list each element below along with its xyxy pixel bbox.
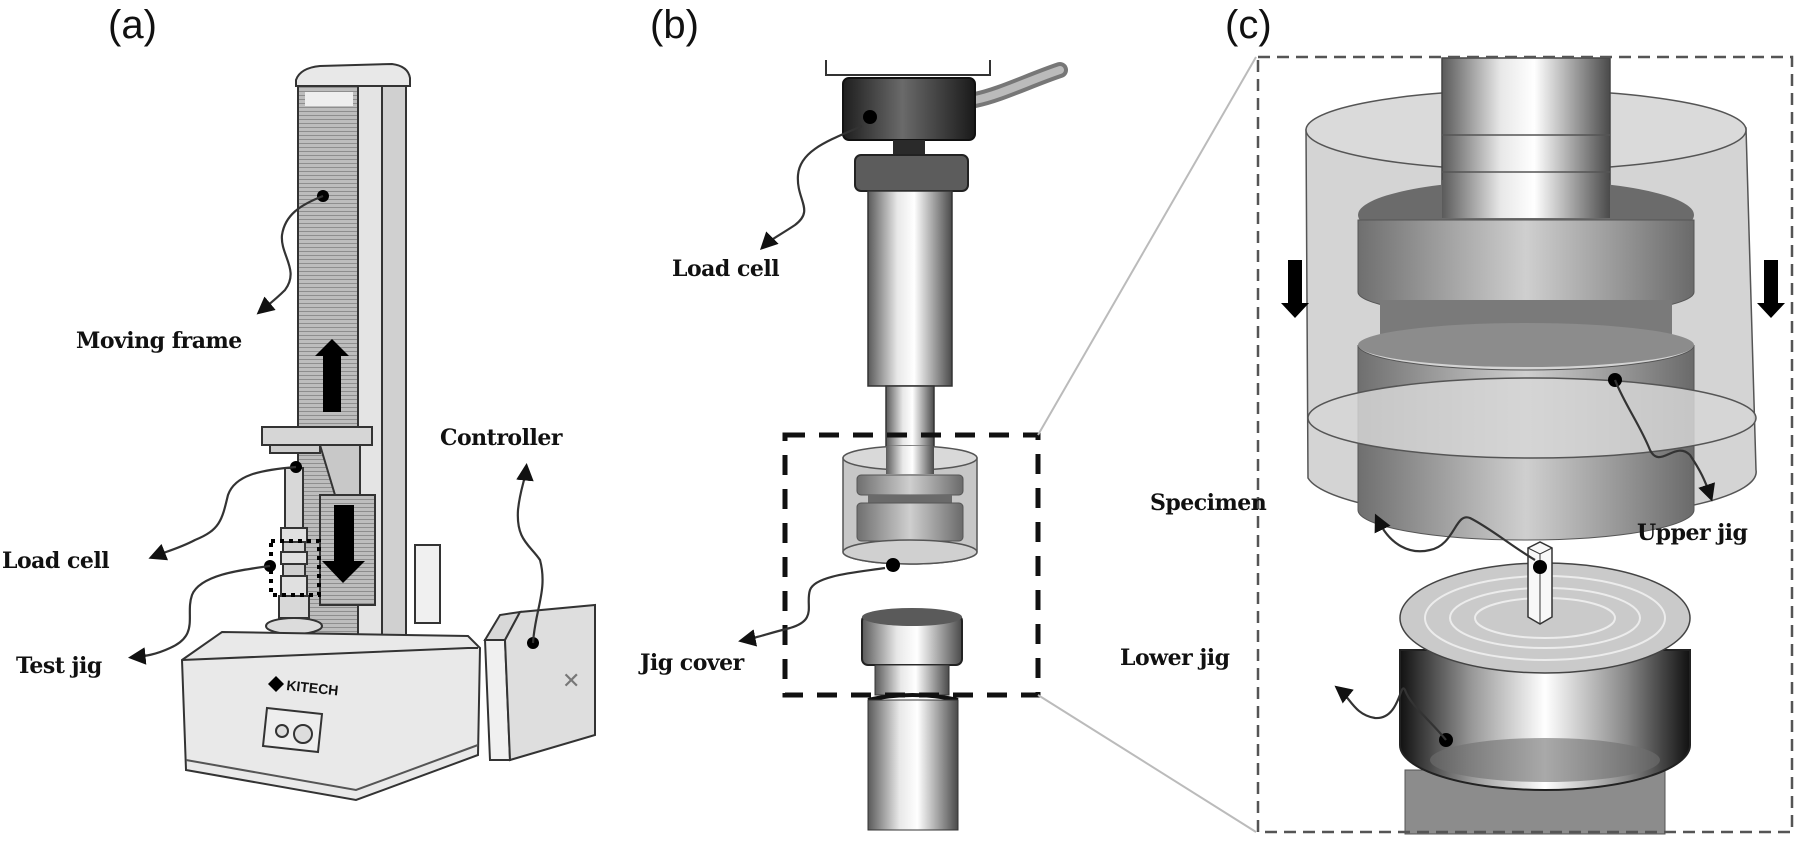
callout-jig-cover: Jig cover	[638, 558, 900, 676]
machine-button-icon	[275, 724, 289, 738]
test-jig-label: Test jig	[16, 653, 102, 679]
callout-test-jig: Test jig	[16, 560, 276, 679]
right-down-arrow-icon	[1757, 260, 1785, 318]
machine-button-icon	[293, 724, 313, 744]
load-cell-b	[842, 77, 976, 192]
lower-rod-b	[861, 608, 963, 831]
controller-label: Controller	[440, 425, 563, 451]
panel-b: (b)	[638, 3, 1257, 833]
controller-mark-icon: ✕	[562, 669, 580, 694]
panel-a: (a)	[2, 3, 596, 802]
callout-lower-jig: Lower jig	[1120, 645, 1453, 747]
load-cell-label-b: Load cell	[672, 256, 779, 282]
down-arrow-icon	[322, 505, 365, 583]
jig-cover-label: Jig cover	[638, 650, 745, 676]
moving-frame-label: Moving frame	[76, 328, 242, 354]
left-down-arrow-icon	[1281, 260, 1309, 318]
test-jig-highlight	[269, 539, 321, 597]
specimen-label: Specimen	[1150, 490, 1267, 516]
lower-jig-label: Lower jig	[1120, 645, 1230, 671]
panel-c: (c)	[1120, 3, 1794, 835]
machine-base: KITECH	[180, 630, 482, 802]
callout-controller: Controller	[440, 425, 563, 649]
zoom-connector-top	[1037, 56, 1257, 436]
callout-load-cell-b: Load cell	[672, 110, 877, 282]
panel-c-label: (c)	[1225, 3, 1272, 47]
kitech-logo-icon	[268, 676, 284, 692]
callout-specimen: Specimen	[1150, 490, 1547, 574]
upper-jig	[1357, 180, 1695, 541]
zoom-connector-bottom	[1037, 694, 1257, 833]
panel-b-label: (b)	[650, 3, 699, 47]
detail-region-box	[782, 432, 1041, 698]
controller-unit: ✕	[483, 603, 596, 762]
detail-view-frame	[1256, 55, 1794, 834]
specimen	[1527, 541, 1553, 625]
load-cell-label-a: Load cell	[2, 548, 109, 574]
up-arrow-icon	[315, 339, 349, 412]
upper-jig-label: Upper jig	[1637, 520, 1748, 546]
callout-upper-jig: Upper jig	[1608, 373, 1748, 546]
callout-load-cell-a: Load cell	[2, 461, 302, 574]
jig-cover-assembly-b	[842, 445, 978, 565]
panel-a-label: (a)	[108, 3, 157, 47]
callout-moving-frame: Moving frame	[76, 190, 329, 354]
brand-label: KITECH	[286, 677, 340, 698]
upper-rod-b	[867, 190, 953, 387]
